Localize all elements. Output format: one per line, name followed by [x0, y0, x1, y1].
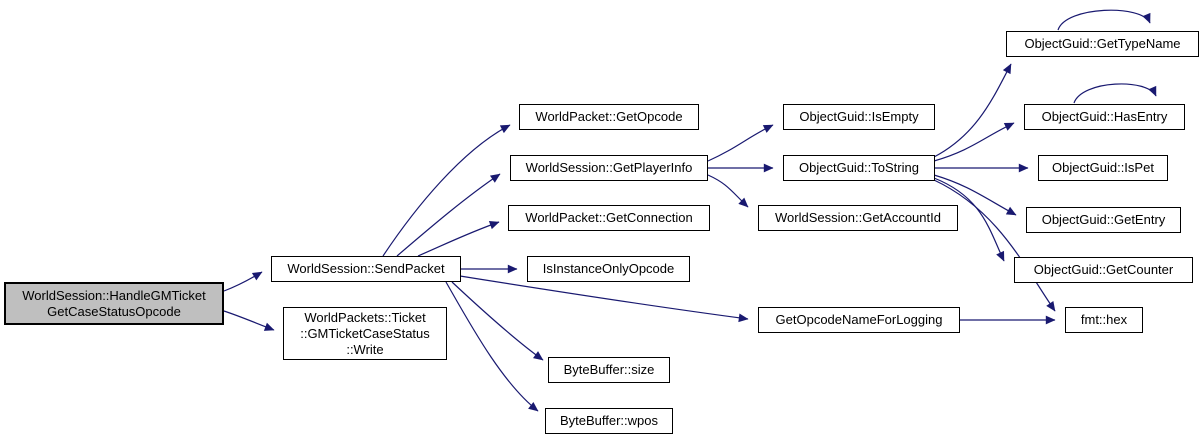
- node-bytebuffer-wpos[interactable]: ByteBuffer::wpos: [545, 408, 673, 434]
- edge-tostring-to-getentry: [933, 174, 1017, 216]
- edge-handler-to-write: [223, 310, 275, 331]
- node-objectguid-tostring[interactable]: ObjectGuid::ToString: [783, 155, 935, 181]
- edge-sendpacket-to-bytebuffersize: [451, 281, 544, 361]
- node-objectguid-ispet[interactable]: ObjectGuid::IsPet: [1038, 155, 1168, 181]
- node-worldsession-getaccountid[interactable]: WorldSession::GetAccountId: [758, 205, 958, 231]
- edge-tostring-to-getcounter: [933, 177, 1005, 262]
- node-objectguid-hasentry[interactable]: ObjectGuid::HasEntry: [1024, 104, 1185, 130]
- edge-getplayerinfo-to-getaccountid: [707, 174, 749, 208]
- node-bytebuffer-size[interactable]: ByteBuffer::size: [548, 357, 670, 383]
- edge-getplayerinfo-to-isempty: [707, 124, 774, 162]
- edge-sendpacket-to-getconnection: [417, 220, 500, 257]
- node-worldsession-getplayerinfo[interactable]: WorldSession::GetPlayerInfo: [510, 155, 708, 181]
- edge-tostring-to-fmthex: [933, 179, 1056, 312]
- edge-tostring-to-hasentry: [933, 122, 1015, 162]
- node-fmt-hex[interactable]: fmt::hex: [1065, 307, 1143, 333]
- node-isinstanceonlyopcode[interactable]: IsInstanceOnlyOpcode: [527, 256, 690, 282]
- node-worldpacket-getopcode[interactable]: WorldPacket::GetOpcode: [519, 104, 699, 130]
- node-objectguid-gettypename[interactable]: ObjectGuid::GetTypeName: [1006, 31, 1199, 57]
- node-worldsession-handlegmticketgetcasestatusopcode: WorldSession::HandleGMTicket GetCaseStat…: [4, 282, 224, 325]
- node-objectguid-isempty[interactable]: ObjectGuid::IsEmpty: [783, 104, 935, 130]
- node-objectguid-getcounter[interactable]: ObjectGuid::GetCounter: [1014, 257, 1193, 283]
- edge-sendpacket-to-bytebufferwpos: [445, 281, 539, 412]
- node-worldsession-sendpacket[interactable]: WorldSession::SendPacket: [271, 256, 461, 282]
- node-worldpacket-getconnection[interactable]: WorldPacket::GetConnection: [508, 205, 710, 231]
- node-worldpackets-ticket-gmticketcasestatus-write[interactable]: WorldPackets::Ticket ::GMTicketCaseStatu…: [283, 307, 447, 360]
- edge-sendpacket-to-getopcode: [382, 124, 511, 257]
- node-getopcodenameforlogging[interactable]: GetOpcodeNameForLogging: [758, 307, 960, 333]
- edge-sendpacket-to-getopcodenameforlogging: [459, 275, 749, 323]
- node-objectguid-getentry[interactable]: ObjectGuid::GetEntry: [1026, 207, 1181, 233]
- edge-handler-to-sendpacket: [223, 271, 263, 292]
- edge-sendpacket-to-getplayerinfo: [396, 173, 501, 257]
- edge-gettypename-self-loop: [1057, 9, 1151, 31]
- edge-hasentry-self-loop: [1073, 83, 1157, 104]
- edge-tostring-to-gettypename: [933, 63, 1012, 158]
